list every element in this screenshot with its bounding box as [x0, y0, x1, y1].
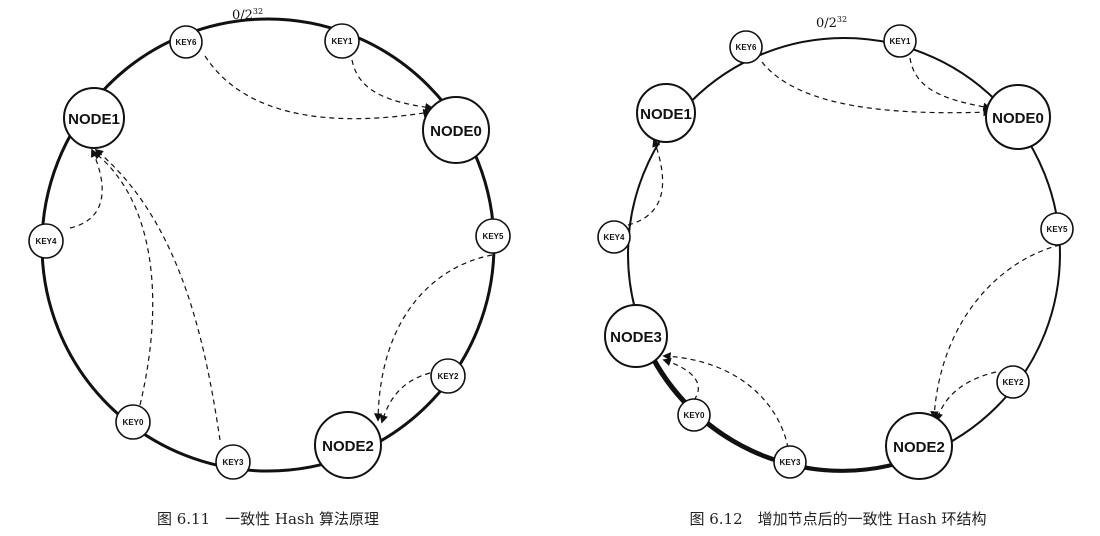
key-label: KEY0	[123, 418, 144, 427]
arrow-key5-to-node2	[930, 244, 1061, 420]
ring-key-key2: KEY2	[430, 358, 466, 394]
node-label: NODE1	[640, 106, 692, 123]
key-label: KEY1	[890, 37, 911, 46]
ring-key-key6: KEY6	[169, 25, 203, 59]
key-label: KEY1	[332, 37, 353, 46]
arrow-key5-to-node2	[373, 254, 493, 422]
ring-node-node2: NODE2	[885, 412, 953, 480]
ring-node-node2: NODE2	[314, 411, 382, 479]
hash-ring	[40, 17, 496, 473]
figure-caption: 图 6.12 增加节点后的一致性 Hash 环结构	[689, 510, 986, 528]
ring-origin-label: 0/232	[232, 7, 263, 23]
key-label: KEY0	[684, 411, 705, 420]
ring-key-key4: KEY4	[28, 223, 64, 259]
ring-key-key1: KEY1	[324, 23, 360, 59]
figure-6-11: 0/232 NODE1 NODE0 NODE2 KEY6	[28, 7, 511, 528]
key-label: KEY6	[176, 38, 197, 47]
ring-key-key1: KEY1	[883, 24, 917, 58]
arrow-key6-to-node0	[204, 55, 432, 120]
arrow-key3-to-node3	[662, 352, 789, 449]
ring-key-key3: KEY3	[773, 445, 807, 479]
node-label: NODE1	[68, 111, 120, 128]
key-label: KEY3	[223, 458, 244, 467]
node-label: NODE2	[322, 438, 374, 455]
arrow-key1-to-node0	[351, 59, 434, 112]
arrow-key4-to-node1	[627, 138, 664, 226]
key-label: KEY3	[780, 458, 801, 467]
node-label: NODE0	[430, 123, 482, 140]
ring-key-key3: KEY3	[215, 444, 251, 480]
key-label: KEY4	[36, 237, 57, 246]
ring-key-key0: KEY0	[115, 404, 151, 440]
ring-node-node0: NODE0	[422, 96, 490, 164]
arrow-key1-to-node0	[909, 57, 992, 111]
node-label: NODE2	[893, 439, 945, 456]
arrow-key0-to-node3	[662, 358, 699, 401]
ring-node-node1: NODE1	[636, 83, 696, 143]
ring-node-node3: NODE3	[604, 304, 668, 368]
arrow-key3-to-node1	[94, 148, 221, 441]
key-label: KEY2	[438, 372, 459, 381]
key-label: KEY2	[1003, 378, 1024, 387]
key-label: KEY6	[736, 43, 757, 52]
figure-caption: 图 6.11 一致性 Hash 算法原理	[157, 510, 379, 528]
key-label: KEY4	[604, 233, 625, 242]
key-mapping-arrows	[627, 57, 1061, 449]
ring-key-key5: KEY5	[475, 218, 511, 254]
ring-node-node1: NODE1	[63, 87, 125, 149]
key-label: KEY5	[483, 232, 504, 241]
key-label: KEY5	[1047, 225, 1068, 234]
figure-6-12: 0/232 NODE1 NODE0 NODE3 NODE2	[597, 15, 1074, 528]
node-label: NODE0	[992, 110, 1044, 127]
affected-ring-segment	[646, 349, 897, 473]
ring-node-node0: NODE0	[985, 84, 1051, 150]
node-label: NODE3	[610, 329, 662, 346]
arrow-key0-to-node1	[92, 150, 154, 406]
ring-key-key5: KEY5	[1040, 212, 1074, 246]
arrow-key2-to-node2	[934, 371, 997, 422]
arrow-key4-to-node1	[69, 148, 103, 229]
ring-key-key0: KEY0	[677, 398, 711, 432]
arrow-key2-to-node2	[379, 372, 431, 424]
ring-origin-label: 0/232	[816, 15, 847, 31]
ring-key-key2: KEY2	[996, 365, 1030, 399]
key-mapping-arrows	[69, 55, 493, 441]
ring-key-key4: KEY4	[597, 220, 631, 254]
ring-key-key6: KEY6	[729, 30, 763, 64]
